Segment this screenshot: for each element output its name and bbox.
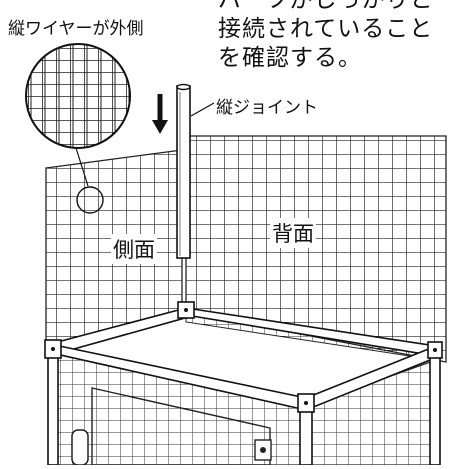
magnifier-callout (25, 43, 131, 214)
down-arrow-icon (152, 94, 168, 134)
instruction-line-1: パーツがしっかりと (218, 0, 434, 13)
back-panel-label: 背面 (270, 218, 316, 248)
vertical-joint-pole (176, 83, 191, 259)
instruction-line-3: を確認する。 (218, 45, 362, 71)
side-wire-label: 縦ワイヤーが外側 (8, 19, 144, 39)
instruction-line-2: 接続されていること (218, 16, 434, 42)
vertical-joint-label: 縦ジョイント (216, 98, 318, 118)
side-panel-label: 側面 (111, 234, 157, 264)
top-frame (44, 301, 443, 466)
